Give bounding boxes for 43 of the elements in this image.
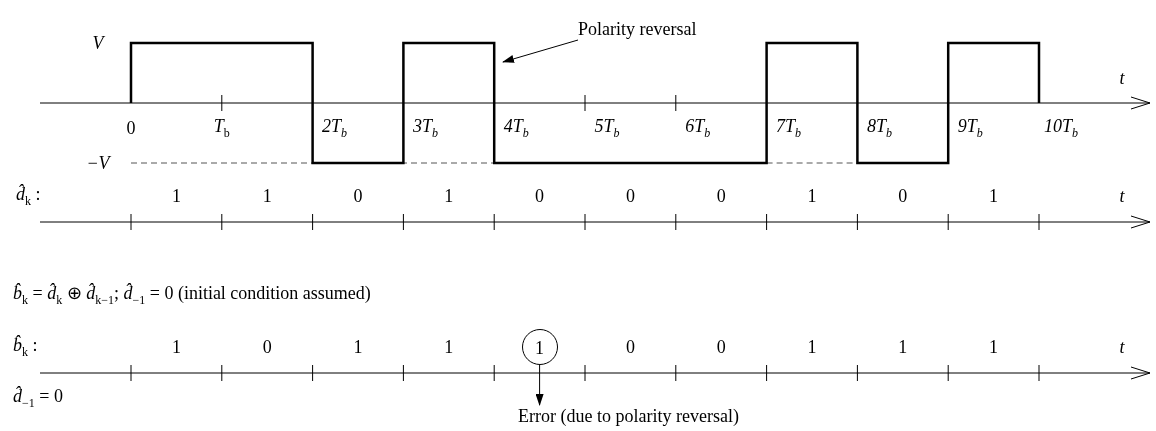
bit-value: 0 — [898, 187, 908, 205]
tick-label: 5T$_{b}$ — [594, 117, 620, 139]
tick-label: T$_{b}$ — [213, 117, 230, 139]
bit-value: 1 — [262, 187, 272, 205]
tick-label: 4T$_{b}$ — [503, 117, 529, 139]
bit-value: 0 — [625, 338, 635, 356]
bit-value: 1 — [171, 338, 181, 356]
bit-value: 0 — [625, 187, 635, 205]
tick-label: 9T$_{b}$ — [957, 117, 983, 139]
bit-value: 1 — [444, 338, 454, 356]
bit-value: 0 — [716, 187, 726, 205]
level-label: −V — [86, 154, 110, 172]
bit-value: 1 — [353, 338, 363, 356]
bit-value: 0 — [353, 187, 363, 205]
tick-label: 0 — [126, 119, 136, 137]
equation: d̂$_{−1}$ = 0 — [13, 387, 63, 409]
bit-value: 0 — [262, 338, 272, 356]
row-label: d̂$_{k}$ : — [16, 185, 41, 207]
tick-label: 8T$_{b}$ — [866, 117, 892, 139]
tick-label: 3T$_{b}$ — [412, 117, 438, 139]
tick-label: 6T$_{b}$ — [685, 117, 711, 139]
tick-label: 7T$_{b}$ — [776, 117, 802, 139]
arrow — [535, 364, 544, 406]
bit-value: 1 — [898, 338, 908, 356]
axis-label: t — [1119, 69, 1125, 87]
bit-value: 0 — [716, 338, 726, 356]
level-label: V — [92, 34, 104, 52]
axis-label: t — [1119, 187, 1125, 205]
tick-label: 10T$_{b}$ — [1044, 117, 1078, 139]
annotation: Polarity reversal — [578, 18, 748, 40]
tick-label: 2T$_{b}$ — [322, 117, 348, 139]
bit-value: 1 — [807, 187, 817, 205]
leader-arrow — [502, 39, 579, 63]
bit-value: 1 — [989, 187, 999, 205]
equation: b̂$_{k}$ = d̂$_{k}$ ⊕ d̂$_{k−1}$; d̂$_{−1}$ = 0 (initial condition assumed) — [13, 284, 371, 306]
axis-label: t — [1119, 338, 1125, 356]
bit-value: 1 — [444, 187, 454, 205]
annotation: Error (due to polarity reversal) — [518, 405, 758, 427]
bit-value: 1 — [807, 338, 817, 356]
bit-value: 1 — [171, 187, 181, 205]
bit-value: 1 — [989, 338, 999, 356]
bit-value: 0 — [535, 187, 545, 205]
row-label: b̂$_{k}$ : — [13, 336, 38, 358]
